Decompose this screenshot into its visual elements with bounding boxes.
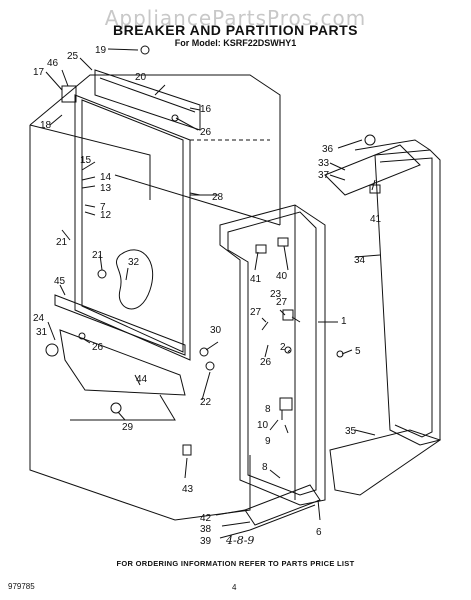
callout-7: 8: [262, 462, 268, 473]
part-2: [284, 346, 292, 354]
bottom-trim: [329, 429, 442, 496]
ordering-note: FOR ORDERING INFORMATION REFER TO PARTS …: [116, 559, 355, 568]
breaker-frame: [74, 94, 191, 361]
callout-34: 34: [354, 255, 366, 266]
callout-30: 30: [210, 325, 222, 336]
part-25: [282, 309, 294, 321]
callout-33: 33: [318, 158, 330, 169]
part-16: [61, 85, 77, 103]
part-36: [364, 134, 376, 146]
part-8: [279, 397, 293, 411]
callout-16: 17: [33, 67, 45, 78]
part-43: [182, 444, 192, 456]
callout-43: 43: [182, 484, 194, 495]
callout-2: 2: [280, 342, 286, 353]
callout-31: 31: [36, 327, 48, 338]
part-21-b: [205, 361, 215, 371]
part-31: [45, 343, 59, 357]
callout-17: 18: [40, 120, 52, 131]
part-41-a: [255, 244, 267, 254]
callout-25: 27: [276, 297, 288, 308]
callout-14: 15: [80, 155, 92, 166]
callout-20: 20: [135, 72, 147, 83]
callout-37: 37: [318, 170, 330, 181]
partition-frame: [219, 204, 326, 506]
callout-35: 35: [345, 426, 357, 437]
callout-32: 32: [128, 257, 140, 268]
callout-42: 42: [200, 513, 212, 524]
callout-23: 26: [260, 357, 272, 368]
part-41-b: [369, 184, 381, 194]
model-number: For Model: KSRF22DSWHY1: [174, 38, 297, 48]
callout-9: 7: [100, 202, 106, 213]
part-21-a: [97, 269, 107, 279]
callout-9b: 9: [265, 436, 271, 447]
callout-38: 38: [200, 524, 212, 535]
callout-29: 29: [122, 422, 134, 433]
callout-40: 40: [276, 271, 288, 282]
callout-8: 8: [265, 404, 271, 415]
callout-41-a: 41: [250, 274, 262, 285]
date-mark: 4-8-9: [226, 534, 255, 547]
callout-45: 45: [54, 276, 66, 287]
callout-21-b: 22: [200, 397, 212, 408]
document-number: 979785: [8, 582, 35, 591]
part-27-a: [171, 114, 179, 122]
part-29: [110, 402, 122, 414]
callout-15: 16: [200, 104, 212, 115]
callout-5: 5: [355, 346, 361, 357]
callout-24: 27: [250, 307, 262, 318]
callout-39: 39: [200, 536, 212, 547]
lower-breaker-strip: [54, 294, 186, 356]
part-18: [140, 45, 150, 55]
callout-19: 21: [56, 237, 68, 248]
callout-10: 10: [257, 420, 269, 431]
trim-strip: [374, 149, 441, 446]
cabinet-shell: [29, 74, 281, 521]
callout-22: 23: [270, 289, 282, 300]
part-40: [277, 237, 289, 247]
diagram-title: BREAKER AND PARTITION PARTS: [112, 22, 359, 38]
heater-loop: [115, 249, 154, 310]
callout-18: 19: [95, 45, 107, 56]
callout-27: 26: [92, 342, 104, 353]
watermark: AppliancePartsPros.com: [104, 6, 367, 30]
callout-1: 1: [341, 316, 347, 327]
callout-28: 28: [212, 192, 224, 203]
callout-21-a: 21: [92, 250, 104, 261]
callout-27-top: 26: [200, 127, 212, 138]
callout-26: 24: [33, 313, 45, 324]
callout-26-top: 25: [67, 51, 79, 62]
callout-11: 12: [100, 210, 112, 221]
callout-12: 13: [100, 183, 112, 194]
callout-41-b: 41: [370, 214, 382, 225]
callout-13: 14: [100, 172, 112, 183]
part-30: [199, 347, 209, 357]
page-number: 4: [232, 583, 237, 592]
callout-6: 6: [316, 527, 322, 538]
callout-44: 44: [136, 374, 148, 385]
callout-46: 46: [47, 58, 59, 69]
callout-36: 36: [322, 144, 334, 155]
part-27-b: [78, 332, 86, 340]
